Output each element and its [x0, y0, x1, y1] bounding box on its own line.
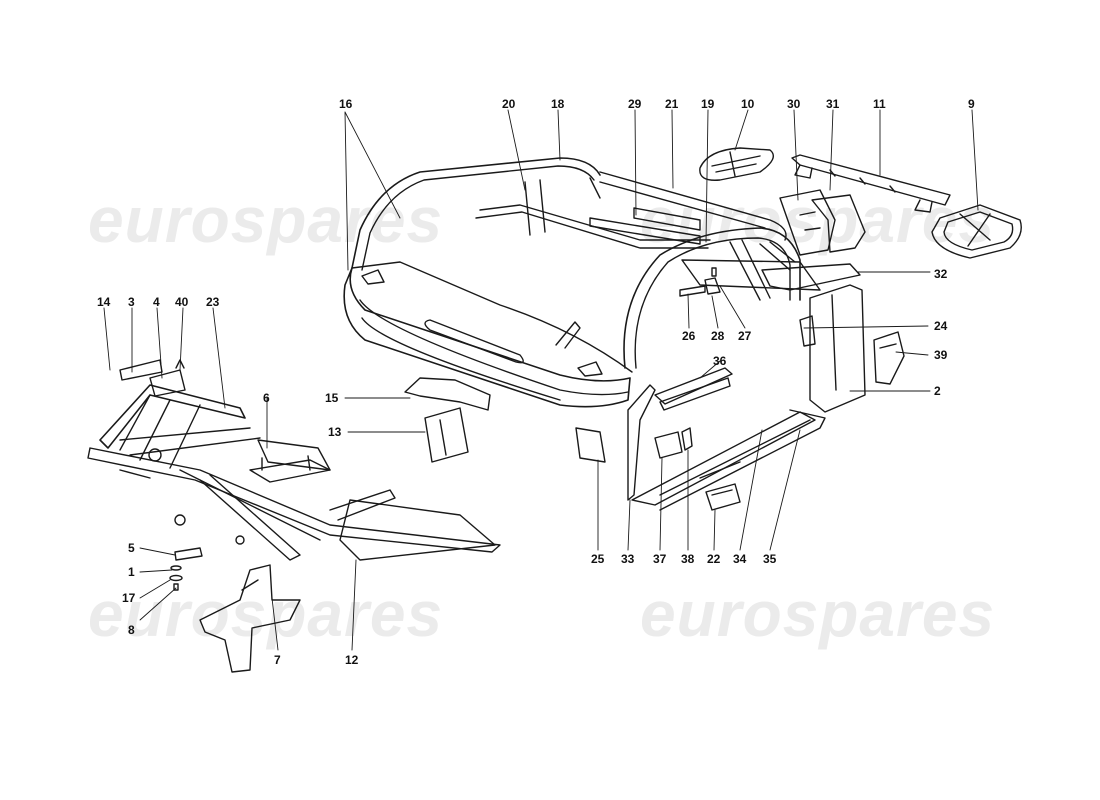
callout-23: 23: [206, 295, 220, 309]
upper-brackets: [779, 189, 866, 256]
callout-22: 22: [707, 552, 721, 566]
spoiler-bar: [791, 154, 951, 213]
callout-13: 13: [328, 425, 342, 439]
callout-10: 10: [741, 97, 755, 111]
callout-6: 6: [263, 391, 270, 405]
callout-15: 15: [325, 391, 339, 405]
roll-bar-frame: [351, 157, 711, 271]
watermark-top-left: eurospares: [88, 184, 444, 256]
callout-35: 35: [763, 552, 777, 566]
callout-32: 32: [934, 267, 948, 281]
callout-12: 12: [345, 653, 359, 667]
callout-9: 9: [968, 97, 975, 111]
side-bracket: [873, 331, 905, 385]
callout-39: 39: [934, 348, 948, 362]
callout-28: 28: [711, 329, 725, 343]
center-brackets: [404, 377, 491, 463]
callout-21: 21: [665, 97, 679, 111]
pillar-panel: [627, 384, 656, 501]
callout-29: 29: [628, 97, 642, 111]
callout-26: 26: [682, 329, 696, 343]
small-parts-lower: [575, 427, 741, 511]
callout-2: 2: [934, 384, 941, 398]
callout-7: 7: [274, 653, 281, 667]
callout-37: 37: [653, 552, 667, 566]
splash-shield: [199, 564, 301, 673]
callout-33: 33: [621, 552, 635, 566]
callout-14: 14: [97, 295, 111, 309]
callout-19: 19: [701, 97, 715, 111]
callout-38: 38: [681, 552, 695, 566]
callout-11: 11: [873, 97, 886, 111]
small-fittings: [679, 267, 721, 297]
callout-5: 5: [128, 541, 135, 555]
callout-25: 25: [591, 552, 605, 566]
callout-20: 20: [502, 97, 516, 111]
callout-1: 1: [128, 565, 135, 579]
reinforcement-channel: [654, 367, 733, 411]
fastener-stack: [169, 547, 203, 591]
callout-3: 3: [128, 295, 135, 309]
callout-40: 40: [175, 295, 189, 309]
door-sill: [631, 409, 826, 511]
vent-grille: [699, 147, 774, 181]
callout-24: 24: [934, 319, 948, 333]
callout-27: 27: [738, 329, 752, 343]
side-panel: [799, 284, 866, 413]
callout-17: 17: [122, 591, 136, 605]
callout-34: 34: [733, 552, 747, 566]
callout-36: 36: [713, 354, 727, 368]
pillar-hoop: [623, 227, 821, 369]
frame-panel: [931, 204, 1022, 259]
callout-30: 30: [787, 97, 801, 111]
callout-8: 8: [128, 623, 135, 637]
floor-piece: [761, 263, 861, 291]
callout-18: 18: [551, 97, 565, 111]
leader-lines: [103, 109, 979, 651]
callout-4: 4: [153, 295, 160, 309]
callout-16: 16: [339, 97, 353, 111]
watermark-bottom-right: eurospares: [640, 578, 996, 650]
roof-rail: [589, 171, 787, 245]
rear-body-panel: [343, 261, 633, 408]
front-subframe: [87, 359, 501, 561]
callout-31: 31: [826, 97, 840, 111]
